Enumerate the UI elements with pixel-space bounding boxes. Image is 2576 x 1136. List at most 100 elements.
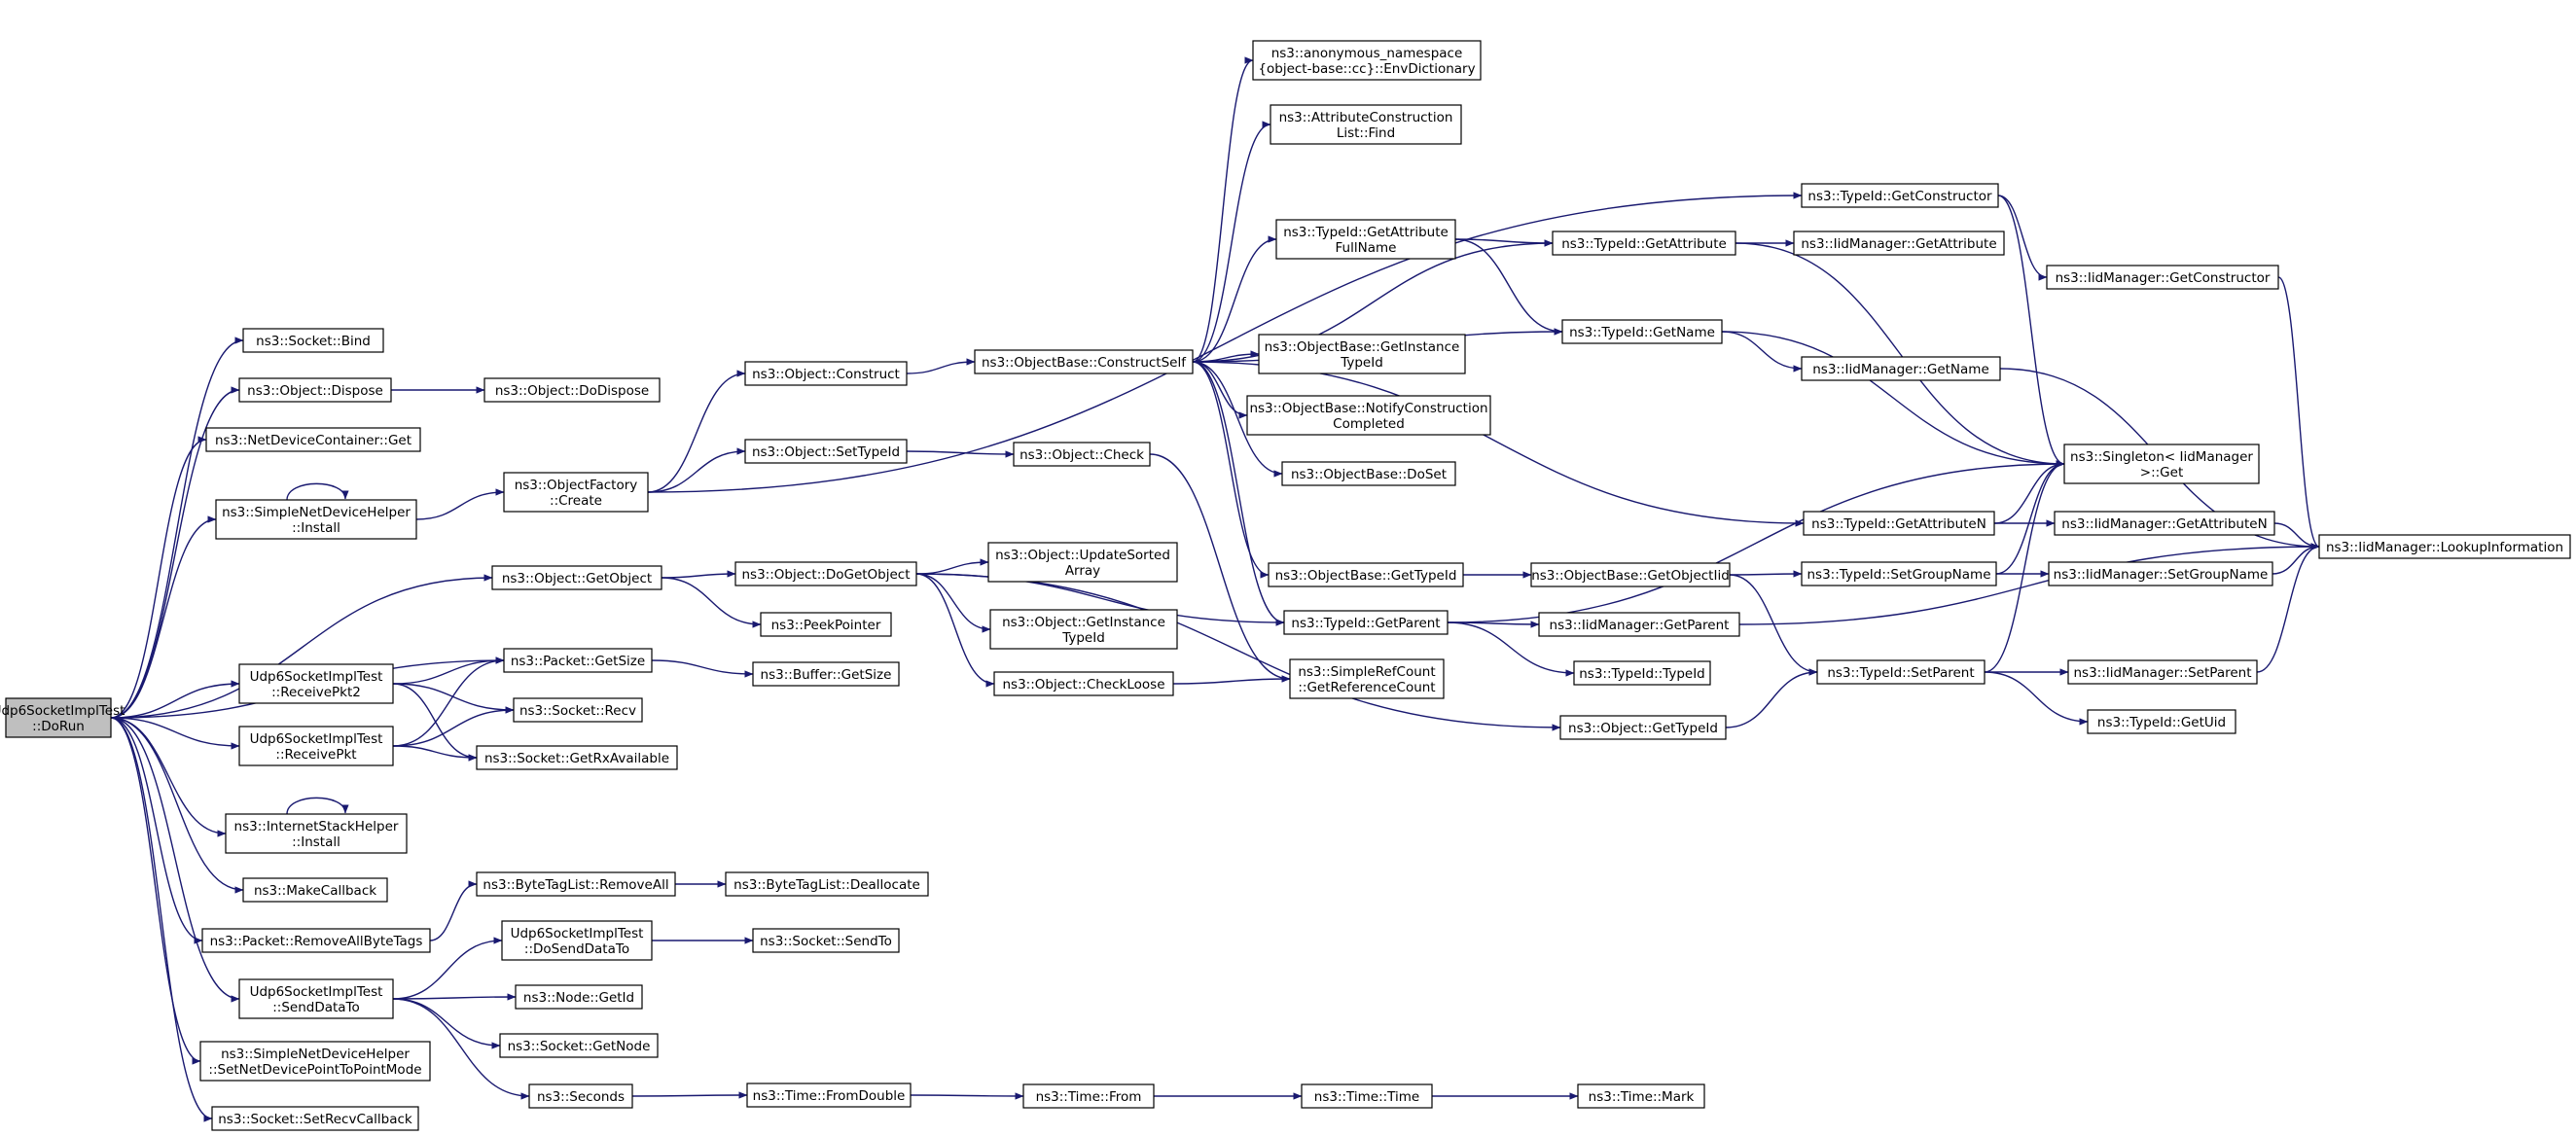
node-iid-getconstructor[interactable]: ns3::IidManager::GetConstructor [2046,265,2279,290]
node-obj-gettypeid[interactable]: ns3::Object::GetTypeId [1559,715,1727,740]
node-src-getrefcount[interactable]: ns3::SimpleRefCount::GetReferenceCount [1289,658,1445,699]
node-box [476,871,676,897]
node-ob-constructself[interactable]: ns3::ObjectBase::ConstructSelf [974,349,1194,374]
node-sock-recv[interactable]: ns3::Socket::Recv [513,697,643,723]
node-tid-setparent[interactable]: ns3::TypeId::SetParent [1816,659,1986,685]
node-ob-getobjectiid[interactable]: ns3::ObjectBase::GetObjectIid [1530,562,1731,587]
node-ndc-get[interactable]: ns3::NetDeviceContainer::Get [205,427,421,452]
node-dorun[interactable]: Udp6SocketImplTest::DoRun [0,697,125,738]
node-box [1538,612,1740,637]
node-dosenddatato[interactable]: Udp6SocketImplTest::DoSendDataTo [501,920,653,961]
node-box [2318,534,2571,559]
node-sock-getrxavailable[interactable]: ns3::Socket::GetRxAvailable [476,745,678,770]
node-box [499,1033,659,1058]
node-obj-dispose[interactable]: ns3::Object::Dispose [238,377,392,403]
node-sock-getnode[interactable]: ns3::Socket::GetNode [499,1033,659,1058]
node-packet-getsize[interactable]: ns3::Packet::GetSize [503,648,653,673]
node-btl-deallocate[interactable]: ns3::ByteTagList::Deallocate [725,871,929,897]
node-iid-setgroupname[interactable]: ns3::IidManager::SetGroupName [2048,561,2273,586]
node-box [2054,511,2275,536]
node-singleton-get[interactable]: ns3::Singleton< IidManager >::Get [2063,444,2260,484]
node-obj-settypeid[interactable]: ns3::Object::SetTypeId [744,439,908,464]
node-box [483,377,661,403]
node-receivepkt[interactable]: Udp6SocketImplTest::ReceivePkt [238,726,394,766]
node-tid-getuid[interactable]: ns3::TypeId::GetUid [2087,709,2236,734]
node-obj-dodispose[interactable]: ns3::Object::DoDispose [483,377,661,403]
edge-iid-getconstructor-to-iid-lookupinfo [2277,276,2320,550]
node-ob-doset[interactable]: ns3::ObjectBase::DoSet [1281,461,1456,486]
edge-iid-setparent-to-iid-lookupinfo [2256,543,2320,673]
node-senddatato[interactable]: Udp6SocketImplTest::SendDataTo [238,978,394,1019]
node-obj-checkloose[interactable]: ns3::Object::CheckLoose [993,671,1174,696]
node-sndh-setp2p[interactable]: ns3::SimpleNetDeviceHelper::SetNetDevice… [199,1041,431,1082]
node-time-mark[interactable]: ns3::Time::Mark [1577,1083,1705,1109]
node-box [760,612,892,637]
node-label: ns3::TypeId::GetName [1569,325,1715,340]
node-label: ::ReceivePkt2 [271,685,361,700]
node-node-getid[interactable]: ns3::Node::GetId [515,984,643,1010]
node-box [1801,356,2001,381]
edge-tid-getattribute-to-singleton-get [1735,242,2065,468]
node-obj-check[interactable]: ns3::Object::Check [1013,442,1151,467]
node-seconds[interactable]: ns3::Seconds [528,1083,633,1109]
node-label: ns3::Socket::GetNode [508,1039,651,1054]
node-tid-getattribute[interactable]: ns3::TypeId::GetAttribute [1552,231,1736,256]
node-objfactory-create[interactable]: ns3::ObjectFactory::Create [503,472,649,513]
node-btl-removeall[interactable]: ns3::ByteTagList::RemoveAll [476,871,676,897]
node-box [993,671,1174,696]
node-box [989,609,1178,650]
node-makecallback[interactable]: ns3::MakeCallback [242,877,388,903]
node-ob-notifyconstruction[interactable]: ns3::ObjectBase::NotifyConstructionCompl… [1246,395,1491,436]
node-sndh-install[interactable]: ns3::SimpleNetDeviceHelper::Install [215,499,417,540]
node-obj-getobject[interactable]: ns3::Object::GetObject [491,565,662,590]
edge-objfactory-create-to-obj-construct [647,370,746,493]
node-ish-install[interactable]: ns3::InternetStackHelper::Install [225,813,408,854]
node-iid-getattribute[interactable]: ns3::IidManager::GetAttribute [1793,231,2005,256]
edge-tid-getconstructor-to-iid-getconstructor [1997,195,2048,281]
node-tid-getconstructor[interactable]: ns3::TypeId::GetConstructor [1801,183,1999,208]
node-time-from[interactable]: ns3::Time::From [1022,1083,1155,1109]
node-box [1281,461,1456,486]
node-obj-construct[interactable]: ns3::Object::Construct [744,361,908,386]
node-label: ns3::IidManager::SetGroupName [2054,567,2269,583]
node-anon-envdict[interactable]: ns3::anonymous_namespace{object-base::cc… [1252,40,1482,81]
node-tid-typeid[interactable]: ns3::TypeId::TypeId [1573,660,1711,686]
node-tid-getparent[interactable]: ns3::TypeId::GetParent [1283,610,1449,635]
node-sock-setrecvcallback[interactable]: ns3::Socket::SetRecvCallback [211,1106,419,1131]
node-iid-lookupinfo[interactable]: ns3::IidManager::LookupInformation [2318,534,2571,559]
node-label: ::Install [292,520,340,536]
edge-tid-setparent-to-tid-getuid [1984,671,2089,726]
node-tid-getname[interactable]: ns3::TypeId::GetName [1561,319,1723,344]
node-packet-removeallbytetags[interactable]: ns3::Packet::RemoveAllByteTags [201,928,431,953]
node-label: ns3::ObjectBase::NotifyConstruction [1249,401,1487,416]
edge-objfactory-create-to-obj-settypeid [647,447,746,493]
node-box [1258,334,1466,374]
node-peekpointer[interactable]: ns3::PeekPointer [760,612,892,637]
node-sock-bind[interactable]: ns3::Socket::Bind [242,328,384,353]
edge-dorun-to-senddatato [110,717,240,1003]
node-label: ns3::Object::GetInstance [1002,615,1165,630]
node-iid-getparent[interactable]: ns3::IidManager::GetParent [1538,612,1740,637]
node-time-fromdouble[interactable]: ns3::Time::FromDouble [746,1083,912,1108]
node-ob-gettypeid[interactable]: ns3::ObjectBase::GetTypeId [1268,562,1464,587]
node-iid-setparent[interactable]: ns3::IidManager::SetParent [2067,659,2258,685]
node-label: ns3::IidManager::GetAttributeN [2061,516,2267,532]
node-box [1013,442,1151,467]
node-tid-setgroupname[interactable]: ns3::TypeId::SetGroupName [1801,561,1997,586]
node-time-time[interactable]: ns3::Time::Time [1301,1083,1433,1109]
node-box [5,697,112,738]
node-receivepkt2[interactable]: Udp6SocketImplTest::ReceivePkt2 [238,663,394,704]
node-tid-getattributen[interactable]: ns3::TypeId::GetAttributeN [1803,511,1995,536]
node-obj-dogetobject[interactable]: ns3::Object::DoGetObject [734,561,917,586]
node-buffer-getsize[interactable]: ns3::Buffer::GetSize [752,661,900,687]
node-iid-getattributen[interactable]: ns3::IidManager::GetAttributeN [2054,511,2275,536]
node-sock-sendto[interactable]: ns3::Socket::SendTo [752,928,900,953]
node-label: ::DoSendDataTo [524,941,629,957]
node-iid-getname[interactable]: ns3::IidManager::GetName [1801,356,2001,381]
